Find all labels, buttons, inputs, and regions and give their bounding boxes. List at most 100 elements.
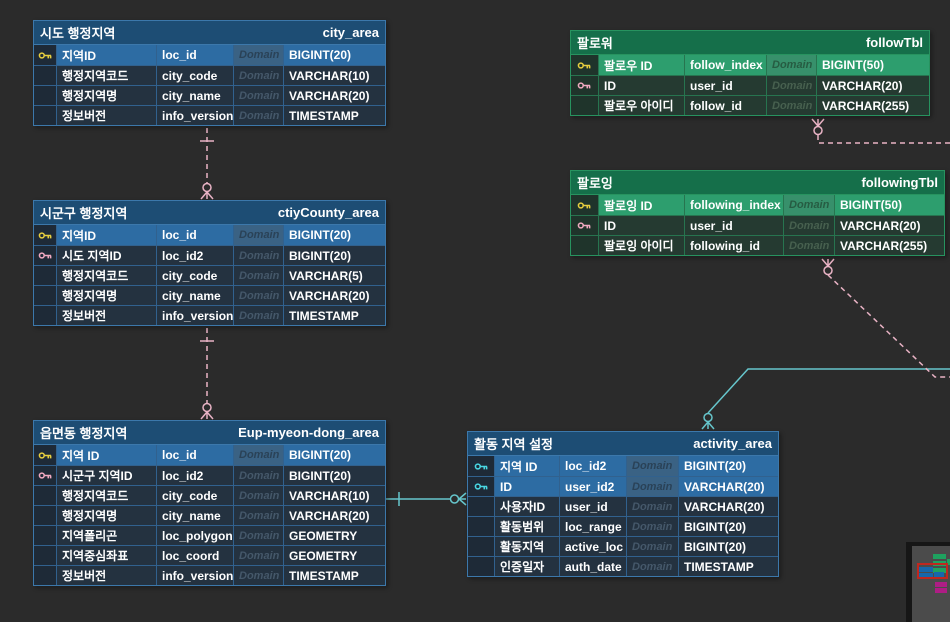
table-rows: 지역 ID loc_id2 Domain BIGINT(20) ID user_…: [468, 456, 778, 576]
table-row[interactable]: 행정지역코드 city_code Domain VARCHAR(5): [34, 265, 385, 285]
column-physical-name: loc_id2: [559, 456, 626, 476]
erd-table-activity_area[interactable]: 활동 지역 설정 activity_area 지역 ID loc_id2 Dom…: [467, 431, 779, 577]
table-header[interactable]: 활동 지역 설정 activity_area: [468, 432, 778, 456]
column-logical-name: 지역ID: [56, 45, 156, 65]
table-row[interactable]: 시도 지역ID loc_id2 Domain BIGINT(20): [34, 245, 385, 265]
table-row[interactable]: 사용자ID user_id Domain VARCHAR(20): [468, 496, 778, 516]
minimap-table-marker: [947, 559, 950, 565]
column-data-type: VARCHAR(20): [816, 76, 929, 95]
table-header[interactable]: 시도 행정지역 city_area: [34, 21, 385, 45]
key-cell: [571, 236, 598, 255]
table-row[interactable]: 행정지역코드 city_code Domain VARCHAR(10): [34, 65, 385, 85]
column-domain: Domain: [233, 486, 283, 505]
table-row[interactable]: 정보버전 info_version Domain TIMESTAMP: [34, 105, 385, 125]
table-row[interactable]: 팔로잉 ID following_index Domain BIGINT(50): [571, 195, 944, 215]
minimap[interactable]: [906, 542, 950, 622]
table-row[interactable]: 지역 ID loc_id Domain BIGINT(20): [34, 445, 385, 465]
column-domain: Domain: [783, 195, 834, 215]
table-row[interactable]: ID user_id Domain VARCHAR(20): [571, 215, 944, 235]
minimap-viewport[interactable]: [917, 563, 948, 579]
column-domain: Domain: [626, 537, 678, 556]
table-row[interactable]: 팔로우 아이디 follow_id Domain VARCHAR(255): [571, 95, 929, 115]
column-physical-name: info_version: [156, 106, 233, 125]
crow-foot-marker: [206, 411, 214, 420]
erd-table-followTbl[interactable]: 팔로워 followTbl 팔로우 ID follow_index Domain…: [570, 30, 930, 116]
table-title-korean: 읍면동 행정지역: [40, 426, 128, 441]
primary-key-icon: [474, 462, 487, 470]
table-row[interactable]: 시군구 지역ID loc_id2 Domain BIGINT(20): [34, 465, 385, 485]
table-row[interactable]: 지역ID loc_id Domain BIGINT(20): [34, 45, 385, 65]
table-row[interactable]: 정보버전 info_version Domain TIMESTAMP: [34, 565, 385, 585]
column-domain: Domain: [233, 106, 283, 125]
key-cell: [468, 497, 494, 516]
column-data-type: TIMESTAMP: [283, 306, 385, 325]
erd-table-ctiyCounty_area[interactable]: 시군구 행정지역 ctiyCounty_area 지역ID loc_id Dom…: [33, 200, 386, 326]
column-domain: Domain: [233, 566, 283, 585]
table-row[interactable]: 지역ID loc_id Domain BIGINT(20): [34, 225, 385, 245]
erd-table-Eup-myeon-dong_area[interactable]: 읍면동 행정지역 Eup-myeon-dong_area 지역 ID loc_i…: [33, 420, 386, 586]
table-title-physical: ctiyCounty_area: [277, 205, 379, 220]
column-domain: Domain: [626, 497, 678, 516]
column-logical-name: ID: [494, 477, 559, 496]
table-header[interactable]: 팔로워 followTbl: [571, 31, 929, 55]
column-data-type: BIGINT(20): [678, 456, 778, 476]
table-row[interactable]: ID user_id Domain VARCHAR(20): [571, 75, 929, 95]
column-physical-name: loc_range: [559, 517, 626, 536]
crow-foot-marker: [458, 492, 467, 500]
table-row[interactable]: 행정지역코드 city_code Domain VARCHAR(10): [34, 485, 385, 505]
key-cell: [34, 486, 56, 505]
table-row[interactable]: 행정지역명 city_name Domain VARCHAR(20): [34, 285, 385, 305]
relationship-line-activity_area[interactable]: [707, 368, 950, 414]
primary-key-icon: [577, 61, 591, 69]
minimap-table-marker: [934, 572, 944, 577]
crow-foot-marker: [701, 421, 709, 430]
table-row[interactable]: 행정지역명 city_name Domain VARCHAR(20): [34, 85, 385, 105]
column-logical-name: 사용자ID: [494, 497, 559, 516]
table-header[interactable]: 읍면동 행정지역 Eup-myeon-dong_area: [34, 421, 385, 445]
table-header[interactable]: 시군구 행정지역 ctiyCounty_area: [34, 201, 385, 225]
column-logical-name: 정보버전: [56, 106, 156, 125]
column-data-type: BIGINT(20): [283, 45, 385, 65]
column-logical-name: 팔로잉 ID: [598, 195, 684, 215]
column-data-type: VARCHAR(255): [816, 96, 929, 115]
cardinality-zero-marker: [449, 494, 460, 504]
cardinality-zero-marker: [703, 412, 713, 423]
column-domain: Domain: [783, 216, 834, 235]
primary-key-icon: [38, 451, 51, 459]
relationship-line-followingTbl[interactable]: [827, 274, 950, 378]
column-physical-name: loc_id2: [156, 246, 233, 265]
table-row[interactable]: 활동지역 active_loc Domain BIGINT(20): [468, 536, 778, 556]
column-logical-name: 팔로우 ID: [598, 55, 684, 75]
column-domain: Domain: [233, 306, 283, 325]
minimap-table-marker: [935, 582, 947, 587]
table-row[interactable]: 지역중심좌표 loc_coord Domain GEOMETRY: [34, 545, 385, 565]
column-domain: Domain: [233, 286, 283, 305]
crow-foot-marker: [827, 258, 835, 267]
table-row[interactable]: ID user_id2 Domain VARCHAR(20): [468, 476, 778, 496]
column-logical-name: 행정지역명: [56, 286, 156, 305]
column-data-type: VARCHAR(10): [283, 486, 385, 505]
column-data-type: VARCHAR(20): [678, 497, 778, 516]
table-row[interactable]: 팔로잉 아이디 following_id Domain VARCHAR(255): [571, 235, 944, 255]
erd-table-city_area[interactable]: 시도 행정지역 city_area 지역ID loc_id Domain BIG…: [33, 20, 386, 126]
table-row[interactable]: 행정지역명 city_name Domain VARCHAR(20): [34, 505, 385, 525]
column-data-type: BIGINT(20): [678, 517, 778, 536]
column-logical-name: 지역폴리곤: [56, 526, 156, 545]
table-header[interactable]: 팔로잉 followingTbl: [571, 171, 944, 195]
column-data-type: TIMESTAMP: [283, 106, 385, 125]
minimap-table-marker: [935, 588, 947, 593]
table-row[interactable]: 활동범위 loc_range Domain BIGINT(20): [468, 516, 778, 536]
table-row[interactable]: 인증일자 auth_date Domain TIMESTAMP: [468, 556, 778, 576]
relationship-line-followTbl[interactable]: [817, 135, 950, 144]
column-physical-name: loc_id: [156, 445, 233, 465]
column-domain: Domain: [626, 456, 678, 476]
table-row[interactable]: 지역폴리곤 loc_polygon Domain GEOMETRY: [34, 525, 385, 545]
column-physical-name: city_name: [156, 506, 233, 525]
column-domain: Domain: [233, 526, 283, 545]
erd-table-followingTbl[interactable]: 팔로잉 followingTbl 팔로잉 ID following_index …: [570, 170, 945, 256]
table-row[interactable]: 지역 ID loc_id2 Domain BIGINT(20): [468, 456, 778, 476]
cardinality-zero-marker: [813, 125, 823, 136]
table-row[interactable]: 정보버전 info_version Domain TIMESTAMP: [34, 305, 385, 325]
table-row[interactable]: 팔로우 ID follow_index Domain BIGINT(50): [571, 55, 929, 75]
